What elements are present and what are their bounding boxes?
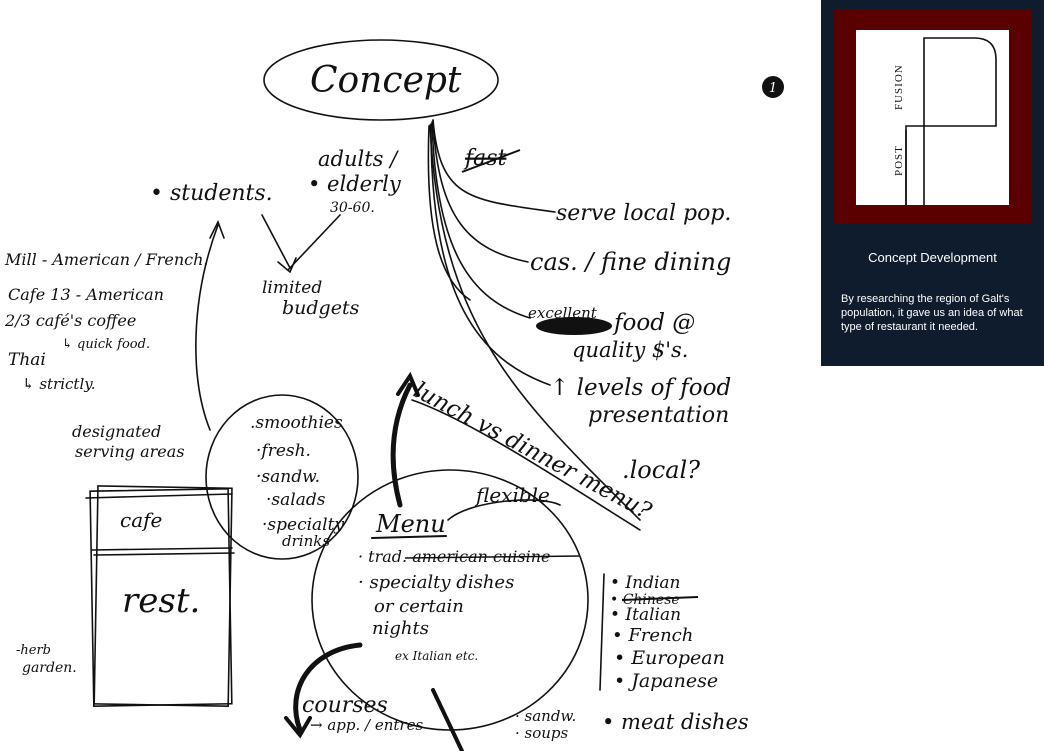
circle-item: drinks [282,532,330,550]
soups-label: · soups [515,724,569,742]
designated-label: designated [72,422,161,441]
limited-label: limited [262,278,322,298]
specialty-dishes-label: · specialty dishes [358,572,514,593]
or-certain-label: or certain [374,596,464,617]
circle-item: ·fresh. [256,441,311,461]
circle-item: ·sandw. [256,467,320,487]
page-number-badge [762,76,784,98]
circle-item: ·specialty [262,515,344,535]
logo-mark: FUSION POST [893,37,997,205]
circle-item: .smoothies [250,413,343,433]
serve-local-label: serve local pop. [556,201,731,226]
concept-title: Concept [310,60,462,101]
cafe-menu-circle [205,394,359,560]
ex-italian-label: ex Italian etc. [395,649,478,663]
meat-dishes-label: • meat dishes [602,710,749,734]
courses-label: courses [302,693,388,718]
audience-age-range: 30-60. [330,200,375,216]
nights-label: nights [372,618,429,639]
budgets-label: budgets [282,297,360,319]
audience-adults: adults / [318,147,399,171]
presentation-label: presentation [588,403,729,428]
cuisine-item: • Japanese [614,670,718,692]
logo-fusion-word: FUSION [893,64,905,110]
thai-note: Thai [8,350,46,370]
cas-fine-label: cas. / fine dining [530,248,731,276]
concept-sidebar: FUSION POST Concept Development By resea… [821,0,1044,366]
mill-note: Mill - American / French. [4,250,209,269]
app-entrees-label: → app. / entres [310,716,423,734]
circle-item: ·salads [266,490,326,510]
cafes-coffee-note: 2/3 café's coffee [4,311,136,330]
levels-label: ↑ levels of food [550,375,731,401]
panel-description: By researching the region of Galt's popu… [841,293,1023,333]
post-fusion-logo: FUSION POST [856,30,1009,205]
menu-label: Menu [375,510,446,538]
page-number: 1 [769,81,777,96]
arrow-adults-budgets [287,214,341,271]
herb-label: -herb [16,643,51,658]
serving-areas-label: serving areas [75,442,185,461]
rest-label: rest. [122,581,200,621]
audience-students: • students. [150,181,273,206]
trad-american-label: · trad. american cuisine [358,547,551,566]
garden-label: garden. [22,660,77,676]
audience-elderly: • elderly [308,172,402,196]
cuisine-item: • Indian [610,573,681,593]
concept-ellipse [263,39,499,121]
cafe-label: cafe [120,508,162,532]
cuisine-item: • European [614,647,725,669]
excellent-label: excellent [528,304,598,322]
sandw-label: · sandw. [515,707,576,725]
panel-title: Concept Development [868,250,997,265]
quality-label: quality $'s. [572,338,688,362]
concept-sketch: 1 Concept • students. adults / • elderly… [4,39,784,751]
cuisine-item: • Italian [610,605,681,625]
food-at-label: food @ [612,310,695,336]
arrow-students-budgets [261,214,291,269]
logo-post-word: POST [893,145,905,176]
quick-food-note: ↳ quick food. [62,337,150,352]
logo-frame: FUSION POST [834,10,1031,224]
cuisine-item: • French [612,625,693,646]
cafe13-note: Cafe 13 - American [8,285,164,304]
strictly-note: ↳ strictly. [22,375,96,393]
flexible-label: flexible [474,483,550,507]
local-label: .local? [622,456,700,484]
